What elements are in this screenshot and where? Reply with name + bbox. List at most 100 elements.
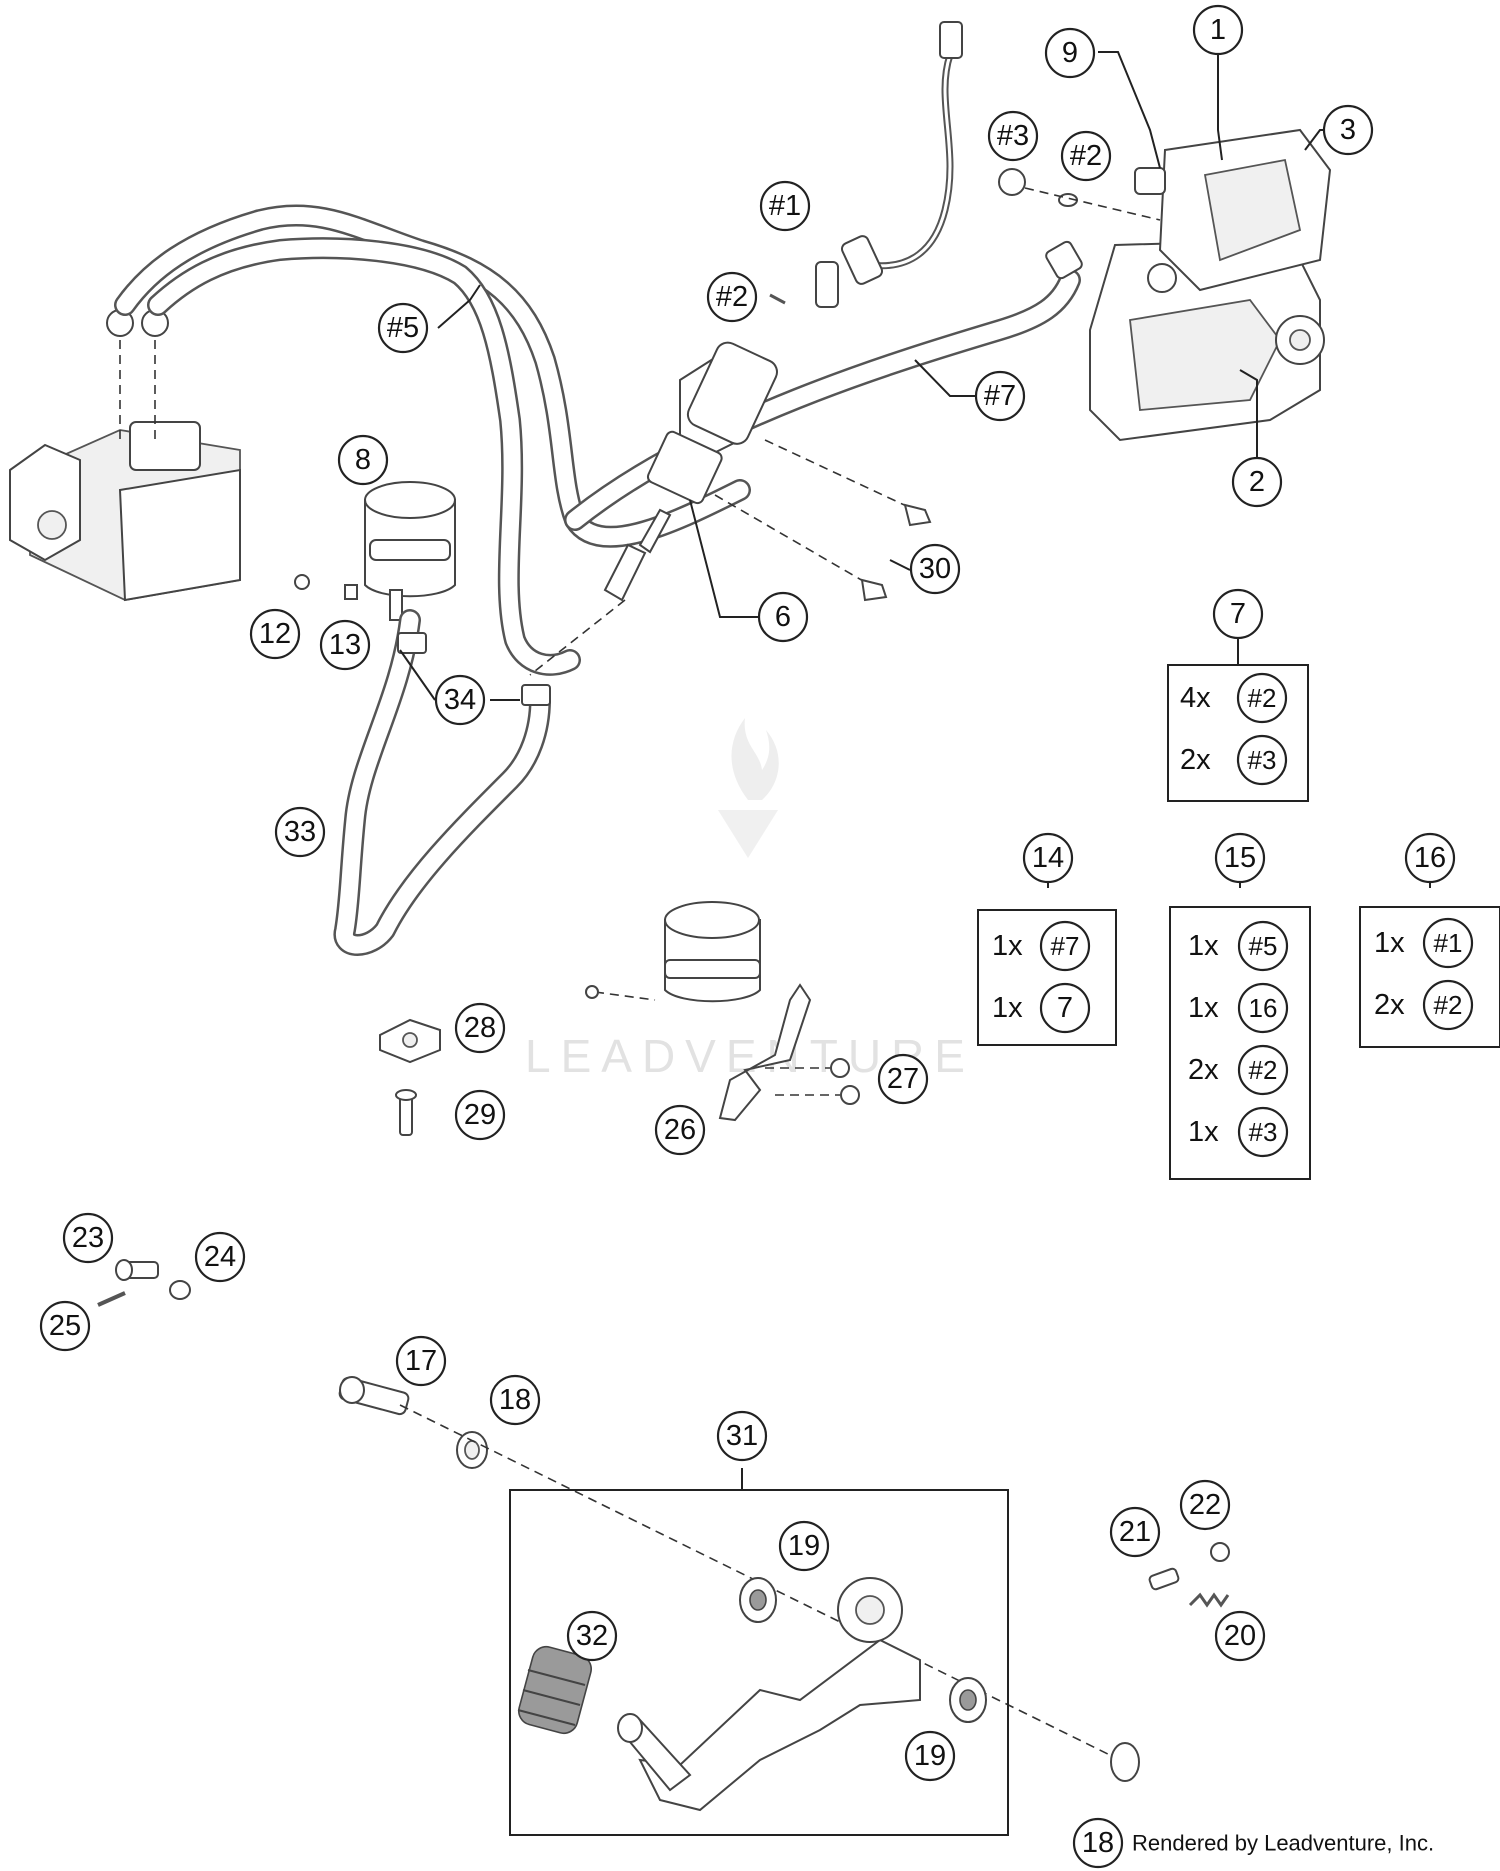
callout-label-c17: 17	[405, 1345, 437, 1377]
kit-ref-label-k14: 7	[1057, 992, 1073, 1024]
callout-circle-c2	[1231, 456, 1283, 508]
callout-label-h2b: #2	[716, 281, 748, 313]
callout-circle-c34	[434, 674, 486, 726]
callout-label-c12: 12	[259, 618, 291, 650]
kit-ref-circle-k15	[1237, 920, 1289, 972]
callout-circle-c21	[1109, 1506, 1161, 1558]
watermark: LEADVENTURE	[525, 718, 965, 1082]
callout-label-c2: 2	[1249, 466, 1265, 498]
kit-ref-label-k15: #3	[1249, 1117, 1278, 1147]
kit-ref-label-k15: 16	[1249, 993, 1278, 1023]
callout-label-c22: 22	[1189, 1489, 1221, 1521]
fluid-reservoir-drawing	[294, 481, 456, 621]
kit-ref-label-k7: #2	[1248, 683, 1277, 713]
kit-qty-k16: 1x	[1374, 927, 1405, 959]
callout-label-h1: #1	[769, 190, 801, 222]
sensor-cable-drawing	[769, 21, 963, 308]
kit-ref-circle-k14	[1039, 982, 1091, 1034]
kit-qty-k7: 2x	[1180, 744, 1211, 776]
callout-label-c20: 20	[1224, 1620, 1256, 1652]
master-cylinder-drawing	[529, 341, 932, 676]
callout-label-c6: 6	[775, 601, 791, 633]
callout-circle-c32	[566, 1610, 618, 1662]
callout-circle-c19a	[778, 1520, 830, 1572]
kit-ref-label-k16: #1	[1434, 928, 1463, 958]
callout-label-c19a: 19	[788, 1530, 820, 1562]
kit-ref-circle-k16	[1422, 979, 1474, 1031]
callout-label-h5: #5	[387, 312, 419, 344]
callout-circle-c23	[62, 1212, 114, 1264]
kit-ref-circle-k15	[1237, 1106, 1289, 1158]
callout-circle-c3	[1322, 104, 1374, 156]
callout-circle-c15	[1214, 832, 1266, 884]
callout-label-c31: 31	[726, 1420, 758, 1452]
callout-circle-c1	[1192, 4, 1244, 56]
callout-label-c13: 13	[329, 629, 361, 661]
return-spring-drawing	[517, 1645, 592, 1735]
callout-circle-c19b	[904, 1730, 956, 1782]
callout-label-c16: 16	[1414, 842, 1446, 874]
kit-qty-k14: 1x	[992, 992, 1023, 1024]
callout-footer-label: 18	[1082, 1827, 1114, 1859]
kit-boxes	[509, 664, 1500, 1836]
callout-circle-footer	[1072, 1817, 1124, 1869]
callout-circle-c22	[1179, 1479, 1231, 1531]
kit-ref-circle-k7	[1236, 734, 1288, 786]
callout-circle-c27	[877, 1053, 929, 1105]
kit-ref-circle-k16	[1422, 917, 1474, 969]
callout-circle-h3	[987, 110, 1039, 162]
kit-qty-k15: 1x	[1188, 930, 1219, 962]
callout-circle-c6	[757, 591, 809, 643]
kit-ref-label-k16: #2	[1434, 990, 1463, 1020]
callout-label-c9: 9	[1062, 37, 1078, 69]
callout-label-c34: 34	[444, 684, 476, 716]
callout-circle-h1	[759, 180, 811, 232]
kit-qty-k15: 2x	[1188, 1054, 1219, 1086]
reservoir-bracket-drawing	[585, 901, 860, 1122]
callout-circle-c12	[249, 608, 301, 660]
small-parts-drawing	[97, 1018, 441, 1307]
callout-label-c15: 15	[1224, 842, 1256, 874]
callout-circle-h7	[974, 370, 1026, 422]
callout-circle-c33	[274, 806, 326, 858]
kit-ref-circle-k14	[1039, 920, 1091, 972]
callout-label-h3: #3	[997, 120, 1029, 152]
kit-qty-k15: 1x	[1188, 1116, 1219, 1148]
brake-pedal-drawing	[338, 1376, 1230, 1812]
callout-label-c8: 8	[355, 444, 371, 476]
callout-circle-h5	[377, 302, 429, 354]
callout-label-c26: 26	[664, 1114, 696, 1146]
callout-circle-c25	[39, 1300, 91, 1352]
kit-ref-label-k7: #3	[1248, 745, 1277, 775]
callout-circle-c28	[454, 1002, 506, 1054]
callout-label-c7: 7	[1230, 598, 1246, 630]
callout-circle-c13	[319, 619, 371, 671]
leader-lines	[399, 51, 1431, 1490]
callout-circle-h2a	[1060, 130, 1112, 182]
callout-label-h7: #7	[984, 380, 1016, 412]
brake-lines-drawing	[114, 204, 751, 676]
kit-ref-label-k15: #2	[1249, 1055, 1278, 1085]
callout-label-c24: 24	[204, 1241, 236, 1273]
kit-qty-k16: 2x	[1374, 989, 1405, 1021]
footer-credit: Rendered by Leadventure, Inc.	[1132, 1831, 1434, 1856]
abs-module-drawing	[9, 309, 241, 602]
callout-circle-c29	[454, 1089, 506, 1141]
callout-circle-h2b	[706, 271, 758, 323]
kit-qty-k15: 1x	[1188, 992, 1219, 1024]
callout-label-c28: 28	[464, 1012, 496, 1044]
callout-label-c25: 25	[49, 1310, 81, 1342]
kit-qty-k7: 4x	[1180, 682, 1211, 714]
brake-caliper-drawing	[998, 128, 1332, 442]
callout-label-c29: 29	[464, 1099, 496, 1131]
callout-circle-c20	[1214, 1610, 1266, 1662]
callout-label-h2a: #2	[1070, 140, 1102, 172]
callout-circle-c8	[337, 434, 389, 486]
callout-label-c32: 32	[576, 1620, 608, 1652]
kit-ref-label-k15: #5	[1249, 931, 1278, 961]
callout-label-c27: 27	[887, 1063, 919, 1095]
callout-circle-c9	[1044, 27, 1096, 79]
